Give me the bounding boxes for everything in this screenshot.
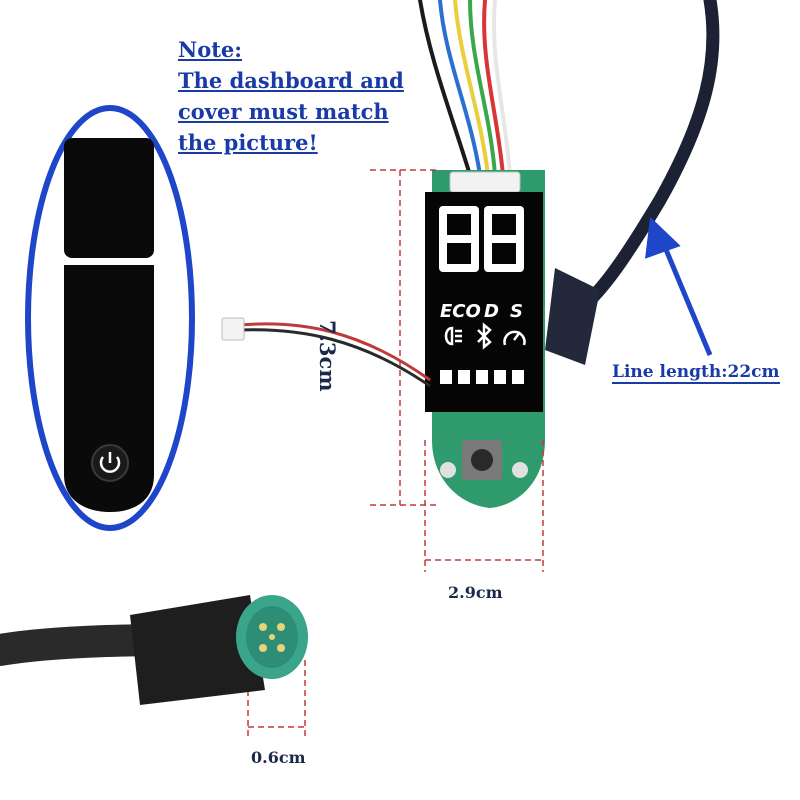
mode-labels: ECO D S [440,301,523,322]
bluetooth-icon [477,322,492,350]
battery-bars [440,370,524,384]
height-label: 7.3cm [315,320,340,392]
cover-top-panel [64,138,154,258]
line-length-label: Line length:22cm [612,362,780,384]
mode-d: D [484,301,499,322]
note-line-3: cover must match [178,99,389,124]
connector-size-label: 0.6cm [251,748,306,767]
arrow-icon [645,216,713,356]
cover-bottom-panel [64,265,154,512]
main-cable [583,0,720,307]
side-cable [239,322,431,382]
seven-segment-digits [439,206,524,272]
small-plug [221,317,245,341]
wire-connector [449,171,521,193]
mount-hole-left [440,462,456,478]
speedometer-icon [503,330,526,346]
width-label: 2.9cm [448,583,503,602]
note-line-2: The dashboard and [178,68,404,93]
highlight-ellipse [25,105,195,531]
headlight-icon [444,326,462,346]
width-dimension [424,440,544,572]
height-dimension [370,169,440,506]
mode-eco: ECO [440,301,481,322]
connector-body [130,595,265,705]
mount-hole-right [512,462,528,478]
note-line-4: the picture! [178,130,318,155]
mode-s: S [510,301,523,322]
wire-bundle [418,0,512,177]
cable-ferrite [545,268,600,365]
note-text: Note: The dashboard and cover must match… [178,34,404,158]
note-line-1: Note: [178,37,243,62]
